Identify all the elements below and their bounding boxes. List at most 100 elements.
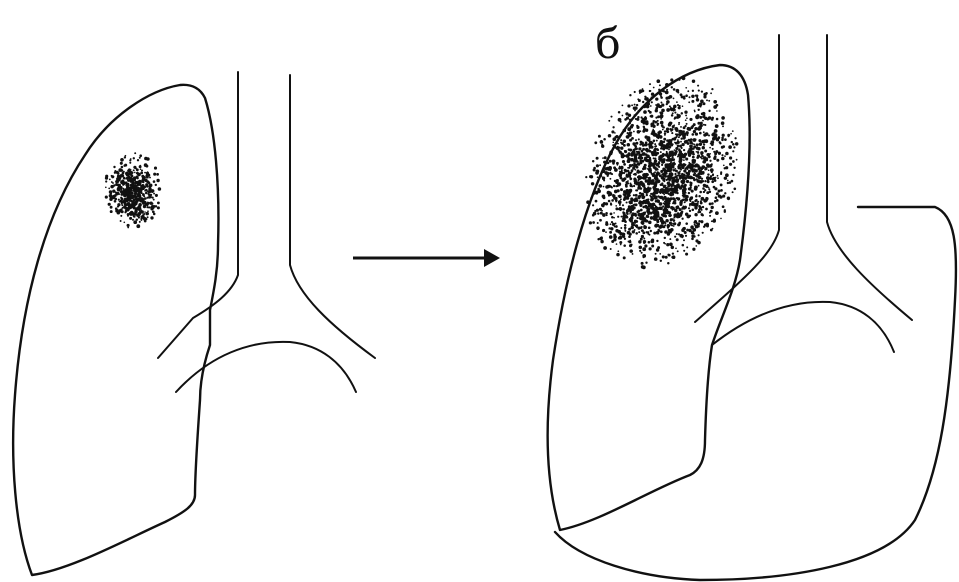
lesion-dot — [655, 104, 657, 106]
lesion-dot — [622, 160, 625, 163]
lesion-dot — [711, 220, 713, 222]
lesion-dot — [605, 212, 608, 215]
lesion-dot — [653, 215, 656, 218]
lesion-dot — [681, 147, 683, 149]
lesion-dot — [672, 252, 674, 254]
lesion-dot — [651, 238, 654, 241]
lesion-dot — [646, 216, 648, 218]
lesion-dot — [701, 171, 705, 175]
lesion-dot — [677, 144, 680, 147]
lesion-dot — [683, 227, 686, 230]
lesion-dot — [685, 157, 688, 160]
lesion-dot — [676, 238, 679, 241]
lesion-dot — [666, 172, 668, 174]
lesion-dot — [649, 247, 652, 250]
lesion-dot — [599, 208, 602, 211]
lesion-dot — [700, 220, 703, 223]
lesion-dot — [667, 224, 669, 226]
lesion-dot — [688, 139, 691, 142]
lesion-dot — [629, 249, 633, 253]
lesion-dot — [157, 202, 160, 205]
lesion-dot — [705, 197, 708, 200]
lesion-dot — [609, 178, 611, 180]
lesion-dot — [655, 183, 657, 185]
lesion-dot — [675, 168, 677, 170]
lesion-dot — [683, 137, 686, 140]
lesion-dot — [603, 161, 606, 164]
lesion-dot — [637, 182, 640, 185]
lesion-dot — [681, 166, 685, 170]
lesion-dot — [652, 211, 655, 214]
lesion-dot — [681, 143, 683, 145]
lesion-dot — [133, 169, 135, 171]
lesion-dot — [680, 141, 682, 143]
lesion-dot — [700, 151, 703, 154]
lesion-dot — [641, 262, 644, 265]
lesion-dot — [700, 156, 702, 158]
lesion-dot — [688, 187, 691, 190]
lesion-dot — [641, 195, 645, 199]
lesion-dot — [732, 174, 734, 176]
lesion-dot — [134, 196, 137, 199]
lesion-dot — [624, 224, 627, 227]
lesion-dot — [678, 165, 681, 168]
lesion-dot — [664, 224, 666, 226]
lesion-dot — [658, 166, 660, 168]
lesion-dot — [623, 172, 625, 174]
lesion-dot — [644, 211, 646, 213]
lesion-dot — [114, 170, 116, 172]
lesion-dot — [707, 180, 710, 183]
lesion-dot — [698, 109, 700, 111]
lesion-dot — [592, 204, 594, 206]
lesion-dot — [592, 221, 595, 224]
lesion-dot — [660, 260, 662, 262]
lesion-dot — [144, 163, 148, 167]
lesion-dot — [142, 202, 144, 204]
lesion-dot — [639, 204, 642, 207]
lesion-dot — [641, 177, 643, 179]
lesion-dot — [699, 132, 702, 135]
lesion-dot — [597, 188, 600, 191]
lesion-dot — [685, 87, 687, 89]
lesion-dot — [641, 235, 644, 238]
lesion-dot — [696, 203, 699, 206]
lesion-dot — [129, 187, 131, 189]
lesion-dot — [634, 114, 636, 116]
lesion-dot — [611, 173, 613, 175]
lesion-dot — [592, 160, 594, 162]
lesion-dot — [624, 227, 627, 230]
lesion-dot — [153, 193, 155, 195]
lesion-dot — [660, 225, 663, 228]
lesion-dot — [674, 202, 676, 204]
lesion-dot — [649, 83, 651, 85]
lesion-dot — [129, 159, 131, 161]
lesion-dot — [614, 191, 616, 193]
lesion-dot — [603, 179, 605, 181]
lesion-dot — [150, 194, 152, 196]
lesion-dot — [683, 250, 685, 252]
lesion-dot — [636, 104, 638, 106]
lesion-dot — [687, 152, 689, 154]
lesion-dot — [652, 125, 655, 128]
lesion-dot — [623, 244, 626, 247]
lesion-dot — [687, 127, 691, 131]
lesion-dot — [660, 121, 664, 125]
lesion-dot — [128, 172, 130, 174]
lesion-dot — [661, 164, 663, 166]
lesion-dot — [135, 222, 137, 224]
lesion-dot — [673, 124, 675, 126]
lesion-dot — [123, 188, 125, 190]
lesion-dot — [716, 199, 719, 202]
lesion-dot — [598, 135, 601, 138]
lesion-dot — [648, 199, 650, 201]
lesion-dot — [633, 159, 636, 162]
lesion-dot — [646, 173, 648, 175]
lesion-dot — [671, 256, 673, 258]
lesion-dot — [710, 168, 714, 172]
lesion-dot — [697, 104, 700, 107]
lesion-dot — [602, 229, 605, 232]
lesion-dot — [144, 220, 147, 223]
lesion-dot — [662, 199, 664, 201]
lesion-dot — [610, 203, 612, 205]
lesion-dot — [620, 227, 622, 229]
